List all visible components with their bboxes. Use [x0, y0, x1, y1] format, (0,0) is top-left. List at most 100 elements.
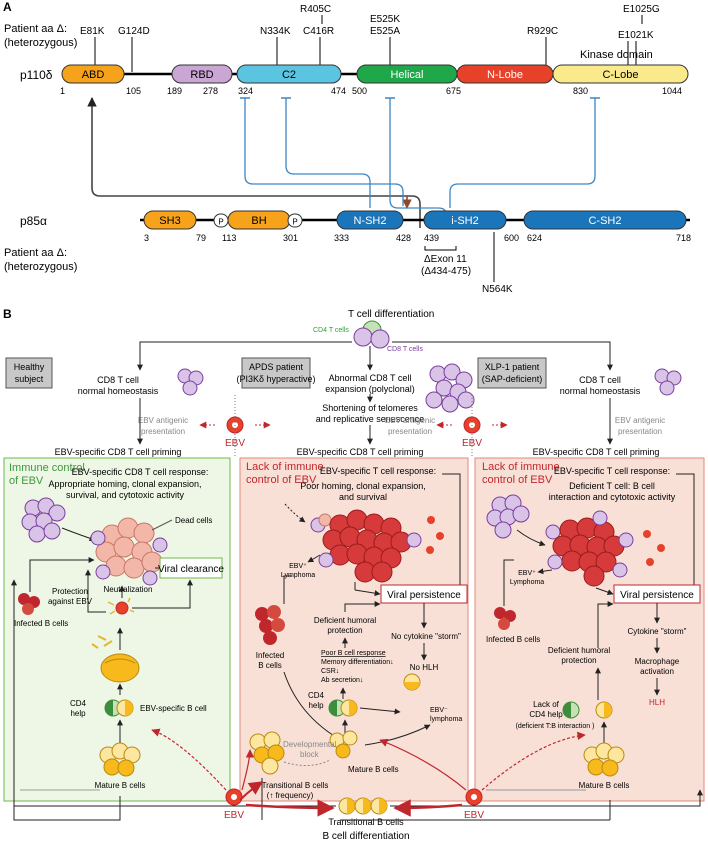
position-label: 500: [352, 86, 367, 96]
p85-domain-n-sh2: [336, 210, 404, 230]
position-label: 189: [167, 86, 182, 96]
apds-mature-b-label: Mature B cells: [348, 765, 399, 774]
apds-memory: Memory differentiation↓: [321, 659, 394, 666]
xlp-cd8-cluster: [654, 368, 682, 396]
apds-infected-1: Infected: [256, 651, 284, 660]
apds-csr: CSR↓: [321, 668, 339, 675]
p110-domain-rbd: [171, 64, 233, 84]
healthy-box-line-1: Healthy: [14, 362, 45, 372]
kinase-domain-label: Kinase domain: [580, 49, 653, 61]
p110-domain-label: C-Lobe: [602, 69, 638, 81]
apds-telomere-1: Shortening of telomeres: [322, 403, 418, 413]
xlp-cd8-swarm: [486, 494, 530, 539]
apds-ab: Ab secretion↓: [321, 677, 363, 684]
xlp-response-title: EBV-specific T cell response:: [554, 466, 670, 476]
xlp-infected-b: [494, 607, 516, 630]
xlp-response-2: interaction and cytotoxic activity: [549, 492, 676, 502]
apds-transitional-b: [249, 731, 285, 775]
p85-domain-label: BH: [251, 215, 266, 227]
position-label: 113: [222, 233, 236, 243]
p85-positions: 3 79 113 301 333 428 439 600 624 718: [144, 233, 691, 243]
p85-domain-label: P: [292, 218, 297, 227]
p85-domain-label: C-SH2: [588, 215, 621, 227]
mutation-label: E525K: [370, 14, 400, 25]
apds-cd4-b-pair: [328, 699, 358, 717]
position-label: 718: [676, 233, 691, 243]
xlp-cd4-b-pair: [562, 701, 613, 719]
healthy-response-1: Appropriate homing, clonal expansion,: [48, 479, 201, 489]
healthy-mature-b-label: Mature B cells: [95, 781, 146, 790]
p85-mutation: N564K: [482, 284, 513, 295]
p85-domain-label: i-SH2: [451, 215, 479, 227]
dead-cells-label: Dead cells: [175, 516, 212, 525]
p110-mutations: E81K G124D N334K R405C C416R E525K E525A…: [80, 4, 660, 41]
apds-infected-2: B cells: [258, 661, 282, 670]
xlp-mature-b: [583, 742, 625, 777]
neutralization-virion: [107, 597, 135, 615]
xlp-viral-persistence-label: Viral persistence: [620, 590, 694, 601]
apds-lymphoma-1: EBV⁺: [289, 563, 307, 570]
apds-lack-control-2: control of EBV: [246, 474, 317, 486]
mutation-label: E1021K: [618, 30, 654, 41]
ebv-virion-bottom-left: [225, 788, 243, 806]
p85-patient-label-2: (heterozygous): [4, 261, 77, 273]
xlp-lymphoma-2: Lymphoma: [510, 579, 544, 586]
healthy-infected-b-label: Infected B cells: [14, 619, 68, 628]
healthy-cd8-cluster: [177, 368, 204, 396]
p110-patient-label: Patient aa Δ:: [4, 23, 67, 35]
xlp-virions: [643, 530, 665, 566]
neutralization-label: Neutralization: [104, 585, 153, 594]
p110-domain-label: ABD: [82, 69, 105, 81]
apds-no-hlh: No HLH: [410, 663, 439, 672]
apds-poor-b-title: Poor B cell response: [321, 650, 386, 657]
apds-plasma-b: [403, 673, 421, 691]
healthy-mature-b: [99, 742, 141, 777]
healthy-cd4-help-2: help: [70, 709, 86, 718]
apds-viral-persistence-label: Viral persistence: [387, 590, 461, 601]
apds-response-2: and survival: [339, 492, 387, 502]
p110-domain-label: RBD: [190, 69, 213, 81]
apds-ebv-neg-2: lymphoma: [430, 716, 462, 723]
mutation-label: E81K: [80, 26, 105, 37]
xlp-antigen-2: presentation: [618, 427, 662, 436]
p110-domain-abd: [61, 64, 125, 84]
cd4-t-cells-label: CD4 T cells: [313, 327, 349, 334]
p85-domain-c-sh2: [523, 210, 687, 230]
xlp-lack-cd4-2: CD4 help: [529, 710, 563, 719]
position-label: 3: [144, 233, 149, 243]
protection-label-2: against EBV: [48, 597, 93, 606]
xlp-lack-control-1: Lack of immune: [482, 461, 560, 473]
ebv-virion-bottom-right: [465, 788, 483, 806]
position-label: 324: [238, 86, 253, 96]
bottom-transitional-label: Transitional B cells: [328, 817, 404, 827]
xlp-infected-b-label: Infected B cells: [486, 635, 540, 644]
mutation-label: C416R: [303, 26, 334, 37]
p110-patient-label-2: (heterozygous): [4, 37, 77, 49]
p85-domain-label: SH3: [159, 215, 180, 227]
immune-control-title-2: of EBV: [9, 475, 44, 487]
b-cell-differentiation-label: B cell differentiation: [322, 831, 409, 842]
healthy-dead-cells: [90, 517, 168, 586]
apds-tumor-cluster: [310, 509, 422, 583]
apds-response-title: EBV-specific T cell response:: [320, 466, 436, 476]
healthy-antigen-1: EBV antigenic: [138, 416, 188, 425]
healthy-box-line-2: subject: [15, 374, 44, 384]
mutation-label: R405C: [300, 4, 331, 15]
apds-expansion-2: expansion (polyclonal): [325, 384, 415, 394]
apds-priming: EBV-specific CD8 T cell priming: [297, 447, 424, 457]
xlp-lack-control-2: control of EBV: [482, 474, 553, 486]
position-label: 1044: [662, 86, 682, 96]
p110-positions: 1 105 189 278 324 474 500 675 830 1044: [60, 86, 682, 96]
position-label: 439: [424, 233, 439, 243]
apds-lack-control-1: Lack of immune: [246, 461, 324, 473]
p85-domain-label: N-SH2: [353, 215, 386, 227]
xlp-box-line-2: (SAP-deficient): [482, 374, 543, 384]
apds-antigen-2: presentation: [388, 427, 432, 436]
apds-virions: [426, 516, 444, 554]
apds-deficient-1: Deficient humoral: [314, 616, 376, 625]
apds-cd8-cluster: [425, 363, 475, 413]
cd8-t-cells-label: CD8 T cells: [387, 346, 423, 353]
apds-infected-b: [255, 605, 285, 645]
healthy-cd8-swarm: [21, 497, 66, 543]
apds-expansion-1: Abnormal CD8 T cell: [329, 373, 412, 383]
